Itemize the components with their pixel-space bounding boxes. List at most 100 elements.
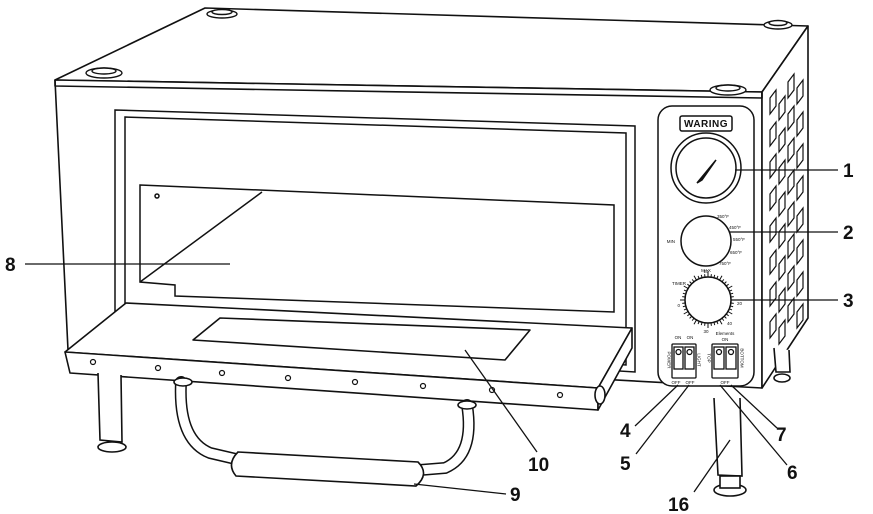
vent-slot: [769, 184, 777, 212]
timer-tick: [697, 275, 700, 279]
callout-5: 5: [620, 454, 631, 475]
timer-tick: [713, 274, 716, 278]
oven-legs: [97, 347, 791, 497]
timer-mark-0: 0: [677, 303, 680, 308]
vent-slot: [796, 78, 804, 106]
vent-slot: [778, 94, 786, 122]
power-light-switches: [671, 343, 697, 379]
timer-tick: [687, 283, 691, 287]
callout-3: 3: [843, 291, 854, 312]
temperature-knob[interactable]: [680, 215, 732, 267]
vent-slot: [787, 232, 795, 260]
timer-mark-30: 30: [703, 329, 709, 334]
timer-tick: [689, 281, 693, 285]
vent-slot: [796, 270, 804, 298]
temp-mark-450: 450°F: [729, 225, 741, 230]
timer-tick: [727, 285, 733, 289]
oven-door-lowered: [64, 302, 633, 411]
timer-tick: [725, 313, 729, 317]
vent-slot: [778, 222, 786, 250]
callout-2: 2: [843, 223, 854, 244]
top-vertical-label: TOP: [707, 353, 712, 362]
timer-tick: [730, 292, 734, 295]
door-rivet: [556, 391, 564, 399]
timer-tick: [721, 317, 725, 321]
callout-10: 10: [528, 455, 549, 476]
timer-tick: [723, 281, 727, 285]
door-rivet: [419, 382, 427, 390]
power-vertical-label: POWER: [667, 351, 672, 369]
vent-slot: [769, 88, 777, 116]
vent-slot: [787, 104, 795, 132]
callout-numbers: 1 2 3 4 5 6 7 8 9 10 16: [5, 161, 854, 514]
temp-mark-350: 350°F: [717, 214, 729, 219]
vent-slot: [769, 120, 777, 148]
timer-tick: [713, 322, 716, 326]
timer-tick: [729, 289, 733, 292]
temperature-gauge: [670, 132, 742, 204]
light-on-label: ON: [687, 335, 694, 340]
timer-tick: [683, 289, 687, 292]
timer-tick: [719, 319, 723, 325]
temp-mark-650: 650°F: [730, 250, 742, 255]
timer-mark-20: 20: [737, 301, 743, 306]
timer-tick: [691, 317, 695, 321]
vent-slot: [778, 254, 786, 282]
timer-tick: [691, 279, 695, 283]
callout-4: 4: [620, 421, 631, 442]
top-element-switch[interactable]: [713, 346, 725, 370]
timer-tick: [682, 305, 686, 308]
door-handle: [173, 376, 477, 487]
timer-tick: [683, 285, 689, 289]
element-switches: [711, 343, 739, 379]
timer-tick: [693, 275, 697, 281]
timer-tick: [697, 321, 700, 325]
temp-min-label: MIN: [667, 239, 675, 244]
callout-9: 9: [510, 485, 521, 506]
door-rivet: [154, 364, 162, 372]
vent-slot: [796, 302, 804, 330]
timer-mark-10: 10: [703, 269, 709, 274]
timer-tick: [729, 308, 733, 311]
timer-tick: [682, 292, 686, 295]
door-rivet: [284, 374, 292, 382]
door-rivet: [351, 378, 359, 386]
vent-slot: [787, 72, 795, 100]
timer-tick: [700, 322, 703, 326]
brand-logo: WARING: [684, 119, 728, 130]
timer-mark-40: 40: [727, 321, 733, 326]
timer-tick: [716, 275, 719, 279]
vent-slot: [796, 238, 804, 266]
elements-on-label: ON: [722, 337, 729, 342]
callout-6: 6: [787, 463, 798, 484]
timer-tick: [693, 319, 697, 325]
vent-slot: [787, 200, 795, 228]
bottom-element-switch[interactable]: [725, 346, 737, 370]
elements-off-label: OFF: [721, 380, 730, 385]
timer-tick: [683, 311, 689, 315]
elements-title: Elements: [716, 331, 736, 336]
door-rivet: [89, 358, 97, 366]
timer-title: TIMER: [672, 281, 687, 286]
vent-slot: [778, 318, 786, 346]
timer-knob[interactable]: [680, 272, 736, 328]
vent-slot: [769, 312, 777, 340]
timer-tick: [719, 275, 723, 281]
vent-slot: [796, 174, 804, 202]
timer-tick: [683, 308, 687, 311]
callout-16: 16: [668, 495, 689, 514]
vent-slot: [787, 168, 795, 196]
vent-slot: [796, 206, 804, 234]
callout-1: 1: [843, 161, 854, 182]
oven-door-glass: [114, 109, 636, 373]
light-off-label: OFF: [686, 380, 695, 385]
bottom-vertical-label: BOTTOM: [740, 348, 745, 367]
vent-slot: [778, 158, 786, 186]
light-switch[interactable]: [684, 346, 695, 370]
door-rivet: [218, 369, 226, 377]
power-switch[interactable]: [673, 346, 684, 370]
top-vent-holes: [85, 8, 793, 96]
vent-slot: [787, 264, 795, 292]
vent-slot: [778, 190, 786, 218]
